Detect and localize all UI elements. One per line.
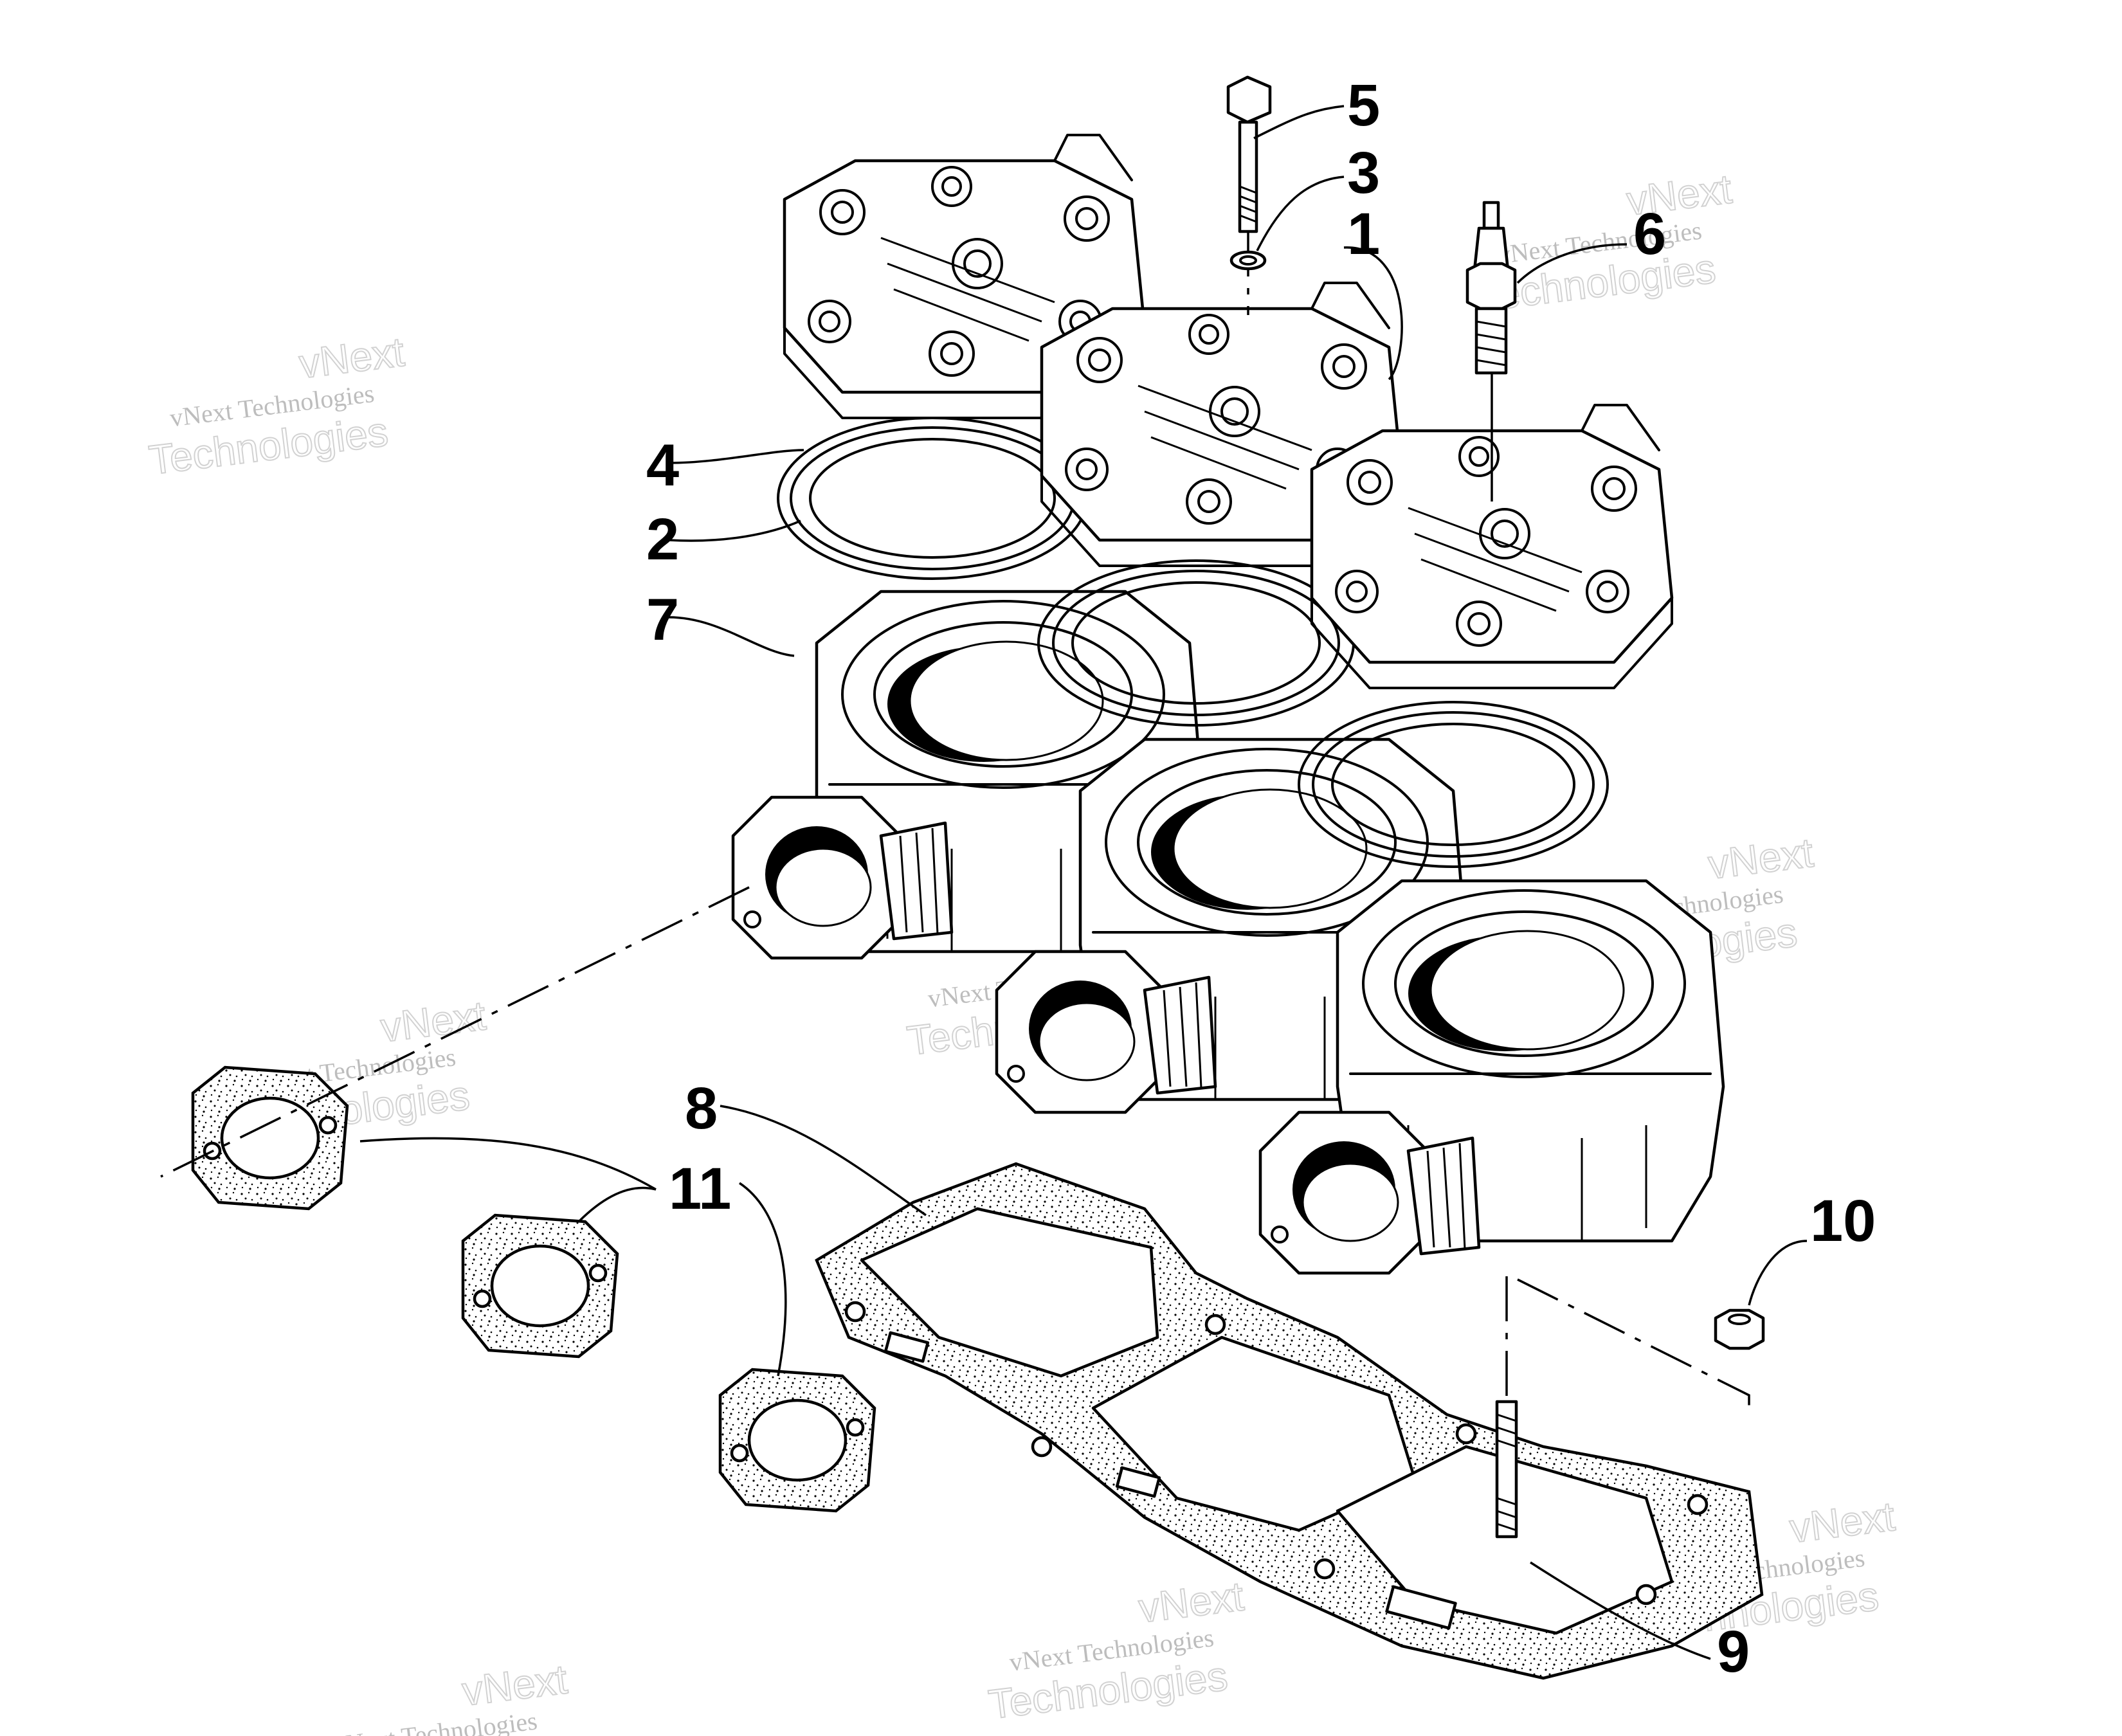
callout-4: 4 <box>646 433 679 498</box>
callout-2: 2 <box>646 507 679 572</box>
exhaust-gasket-2 <box>463 1215 617 1357</box>
watermark-top: vNext <box>296 329 406 387</box>
exhaust-centerline <box>160 886 750 1178</box>
head-gasket-3 <box>1298 701 1609 868</box>
watermark-top: vNext <box>460 1656 570 1714</box>
head-gasket-2 <box>1037 559 1355 727</box>
callout-3: 3 <box>1347 140 1380 206</box>
cylinder-stud <box>1495 1276 1518 1539</box>
callout-8: 8 <box>685 1076 718 1141</box>
callout-1: 1 <box>1347 201 1380 267</box>
leader-lines <box>359 105 1808 1660</box>
watermark-top: vNext <box>378 992 488 1051</box>
callout-9: 9 <box>1717 1619 1750 1685</box>
callout-6: 6 <box>1633 201 1666 267</box>
watermark-top: vNext <box>1706 829 1816 888</box>
watermark-top: vNext <box>1136 1573 1246 1631</box>
callout-labels: 1 2 3 4 5 6 7 8 9 10 11 <box>646 73 1876 1685</box>
spark-plug <box>1465 201 1517 502</box>
callout-5: 5 <box>1347 73 1380 138</box>
callout-7: 7 <box>646 587 679 653</box>
watermark: vNext vNext Technologies Technologies <box>985 1572 1247 1728</box>
flange-nut <box>1517 1278 1765 1411</box>
watermark-top: vNext <box>1787 1493 1897 1551</box>
head-bolt <box>1226 75 1272 315</box>
callout-10: 10 <box>1810 1188 1876 1254</box>
watermark: vNext vNext Technologies Technologies <box>146 328 408 484</box>
exhaust-gasket-3 <box>720 1370 875 1511</box>
callout-11: 11 <box>669 1156 731 1222</box>
washer <box>1229 250 1267 271</box>
cylinder-base-gasket <box>815 1162 1764 1680</box>
watermark: vNext vNext Technologies Technologies <box>309 1655 570 1736</box>
watermark-small: vNext Technologies <box>331 1706 539 1736</box>
exhaust-gasket-1 <box>193 1067 347 1209</box>
